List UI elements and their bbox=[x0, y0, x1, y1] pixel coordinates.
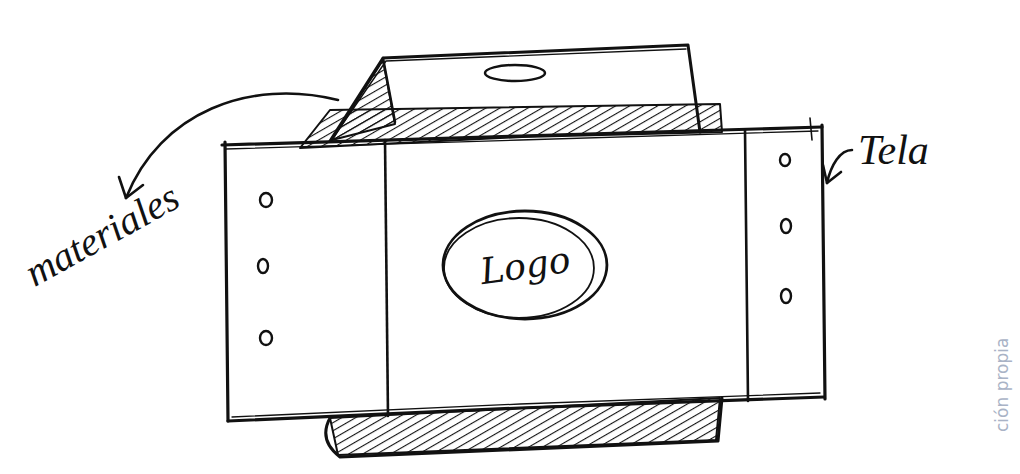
panel-line bbox=[745, 130, 748, 401]
handle-hole bbox=[485, 65, 545, 81]
rivet bbox=[258, 259, 268, 273]
rivet bbox=[260, 331, 272, 345]
label-text: ción propia bbox=[992, 338, 1012, 432]
arrow-head bbox=[823, 165, 841, 183]
leader-arrow bbox=[827, 150, 852, 183]
rivet bbox=[260, 193, 272, 207]
rivets bbox=[258, 154, 791, 345]
callout-label: Tela bbox=[858, 126, 929, 174]
rivet bbox=[781, 219, 791, 233]
band-top bbox=[222, 127, 822, 145]
handle-sketch bbox=[333, 49, 686, 138]
band-bottom bbox=[228, 397, 824, 421]
watermark: ción propia bbox=[992, 338, 1012, 432]
handle-panel bbox=[330, 45, 700, 141]
rivet bbox=[781, 289, 791, 303]
label-text: materiales bbox=[17, 174, 187, 295]
band-bottom-sketch bbox=[232, 393, 820, 417]
band-top-sketch bbox=[226, 131, 818, 149]
band-corner bbox=[810, 118, 812, 140]
oval-line bbox=[444, 218, 594, 318]
logo-oval: Logo bbox=[441, 209, 609, 321]
band-left bbox=[225, 142, 228, 421]
panel-line bbox=[385, 140, 388, 416]
oval-line bbox=[443, 211, 607, 319]
handle-fold bbox=[383, 58, 395, 122]
rivet bbox=[780, 154, 790, 166]
logo-text: Logo bbox=[477, 238, 572, 291]
callout-label: materiales bbox=[17, 173, 187, 296]
label-text: Tela bbox=[858, 127, 929, 173]
